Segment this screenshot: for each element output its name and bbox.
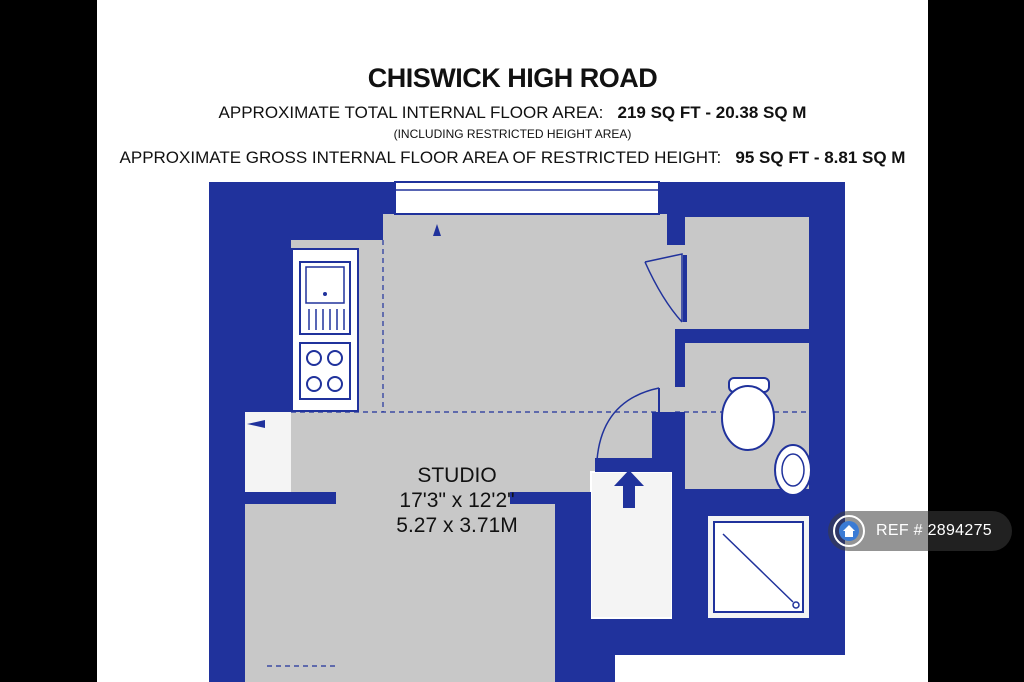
floor-plan xyxy=(209,181,928,682)
wall-store-bath xyxy=(675,329,811,343)
wall-top-right xyxy=(667,210,685,245)
shower-drain xyxy=(792,601,800,609)
plan-edge-cutout xyxy=(615,655,928,682)
wall-corridor-right xyxy=(672,460,685,655)
studio-name: STUDIO xyxy=(417,464,497,487)
hob-burners xyxy=(306,350,343,392)
restricted-area-line: APPROXIMATE GROSS INTERNAL FLOOR AREA OF… xyxy=(97,148,928,168)
toilet-icon xyxy=(721,385,775,451)
entrance-door-header xyxy=(595,458,677,472)
wall-corridor-left xyxy=(555,504,591,682)
studio-label: STUDIO 17'3" x 12'2" 5.27 x 3.71M xyxy=(337,463,577,538)
hob-icon xyxy=(299,342,351,400)
store-room-floor xyxy=(685,217,809,329)
bathroom-door-arc xyxy=(596,387,660,461)
store-room-door-swing xyxy=(644,253,683,322)
left-cupboard-arrow-icon xyxy=(247,420,265,428)
ref-number: REF # 2894275 xyxy=(876,522,992,539)
drainer-grooves xyxy=(308,309,345,330)
restricted-area-value: 95 SQ FT - 8.81 SQ M xyxy=(735,148,906,167)
ref-badge[interactable]: REF # 2894275 xyxy=(828,511,1012,551)
bathroom-arrow-icon xyxy=(653,420,669,428)
left-cupboard xyxy=(245,412,291,492)
restricted-height-note: (INCLUDING RESTRICTED HEIGHT AREA) xyxy=(393,127,632,141)
total-area-value: 219 SQ FT - 20.38 SQ M xyxy=(617,103,807,122)
window-top xyxy=(394,181,660,215)
page-title: CHISWICK HIGH ROAD xyxy=(367,63,658,93)
window-arrow-icon xyxy=(433,224,441,236)
total-area-label: APPROXIMATE TOTAL INTERNAL FLOOR AREA: xyxy=(218,103,604,122)
sink-drain xyxy=(323,292,327,296)
washbasin-bowl xyxy=(781,453,805,487)
restricted-area-label: APPROXIMATE GROSS INTERNAL FLOOR AREA OF… xyxy=(119,148,722,167)
wall-bath-left xyxy=(675,343,685,387)
studio-dims-metric: 5.27 x 3.71M xyxy=(396,514,518,537)
studio-dims-imperial: 17'3" x 12'2" xyxy=(399,489,515,512)
wall-stub-left xyxy=(334,492,336,504)
shower-tray-slope xyxy=(722,533,794,603)
entrance-arrow-icon xyxy=(614,470,644,508)
floorplan-sheet: CHISWICK HIGH ROAD APPROXIMATE TOTAL INT… xyxy=(97,0,928,682)
sink-basin xyxy=(305,266,345,304)
wall-studio-corridor xyxy=(510,492,591,504)
store-room-door-arc xyxy=(644,261,683,323)
home-icon xyxy=(833,515,865,547)
total-area-line: APPROXIMATE TOTAL INTERNAL FLOOR AREA: 2… xyxy=(97,103,928,123)
